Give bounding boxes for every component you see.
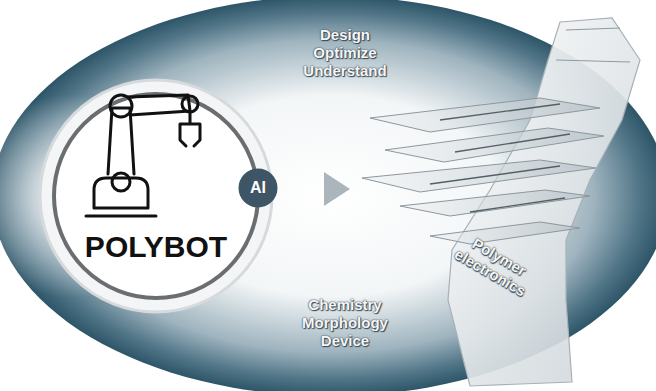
robot-arm-icon — [86, 95, 200, 216]
ai-badge: AI — [238, 168, 278, 208]
inner-ring — [54, 94, 258, 298]
caption-words: Design Optimize Understand — [303, 26, 386, 80]
ai-circle — [239, 169, 278, 208]
ai-label: AI — [250, 179, 266, 197]
caption-words: Chemistry Morphology Device — [302, 296, 388, 350]
glow — [0, 26, 330, 366]
robot-platform-circle: POLYBOT — [38, 78, 274, 314]
outer-ring — [40, 80, 272, 312]
device-label: Polymer electronics — [451, 230, 538, 301]
device-illustration-node: Polymer electronics — [350, 15, 640, 380]
platform-name: POLYBOT — [85, 230, 227, 264]
flow-arrow — [286, 181, 348, 197]
circle-outline — [38, 78, 274, 314]
stacked-sheets — [362, 98, 604, 244]
